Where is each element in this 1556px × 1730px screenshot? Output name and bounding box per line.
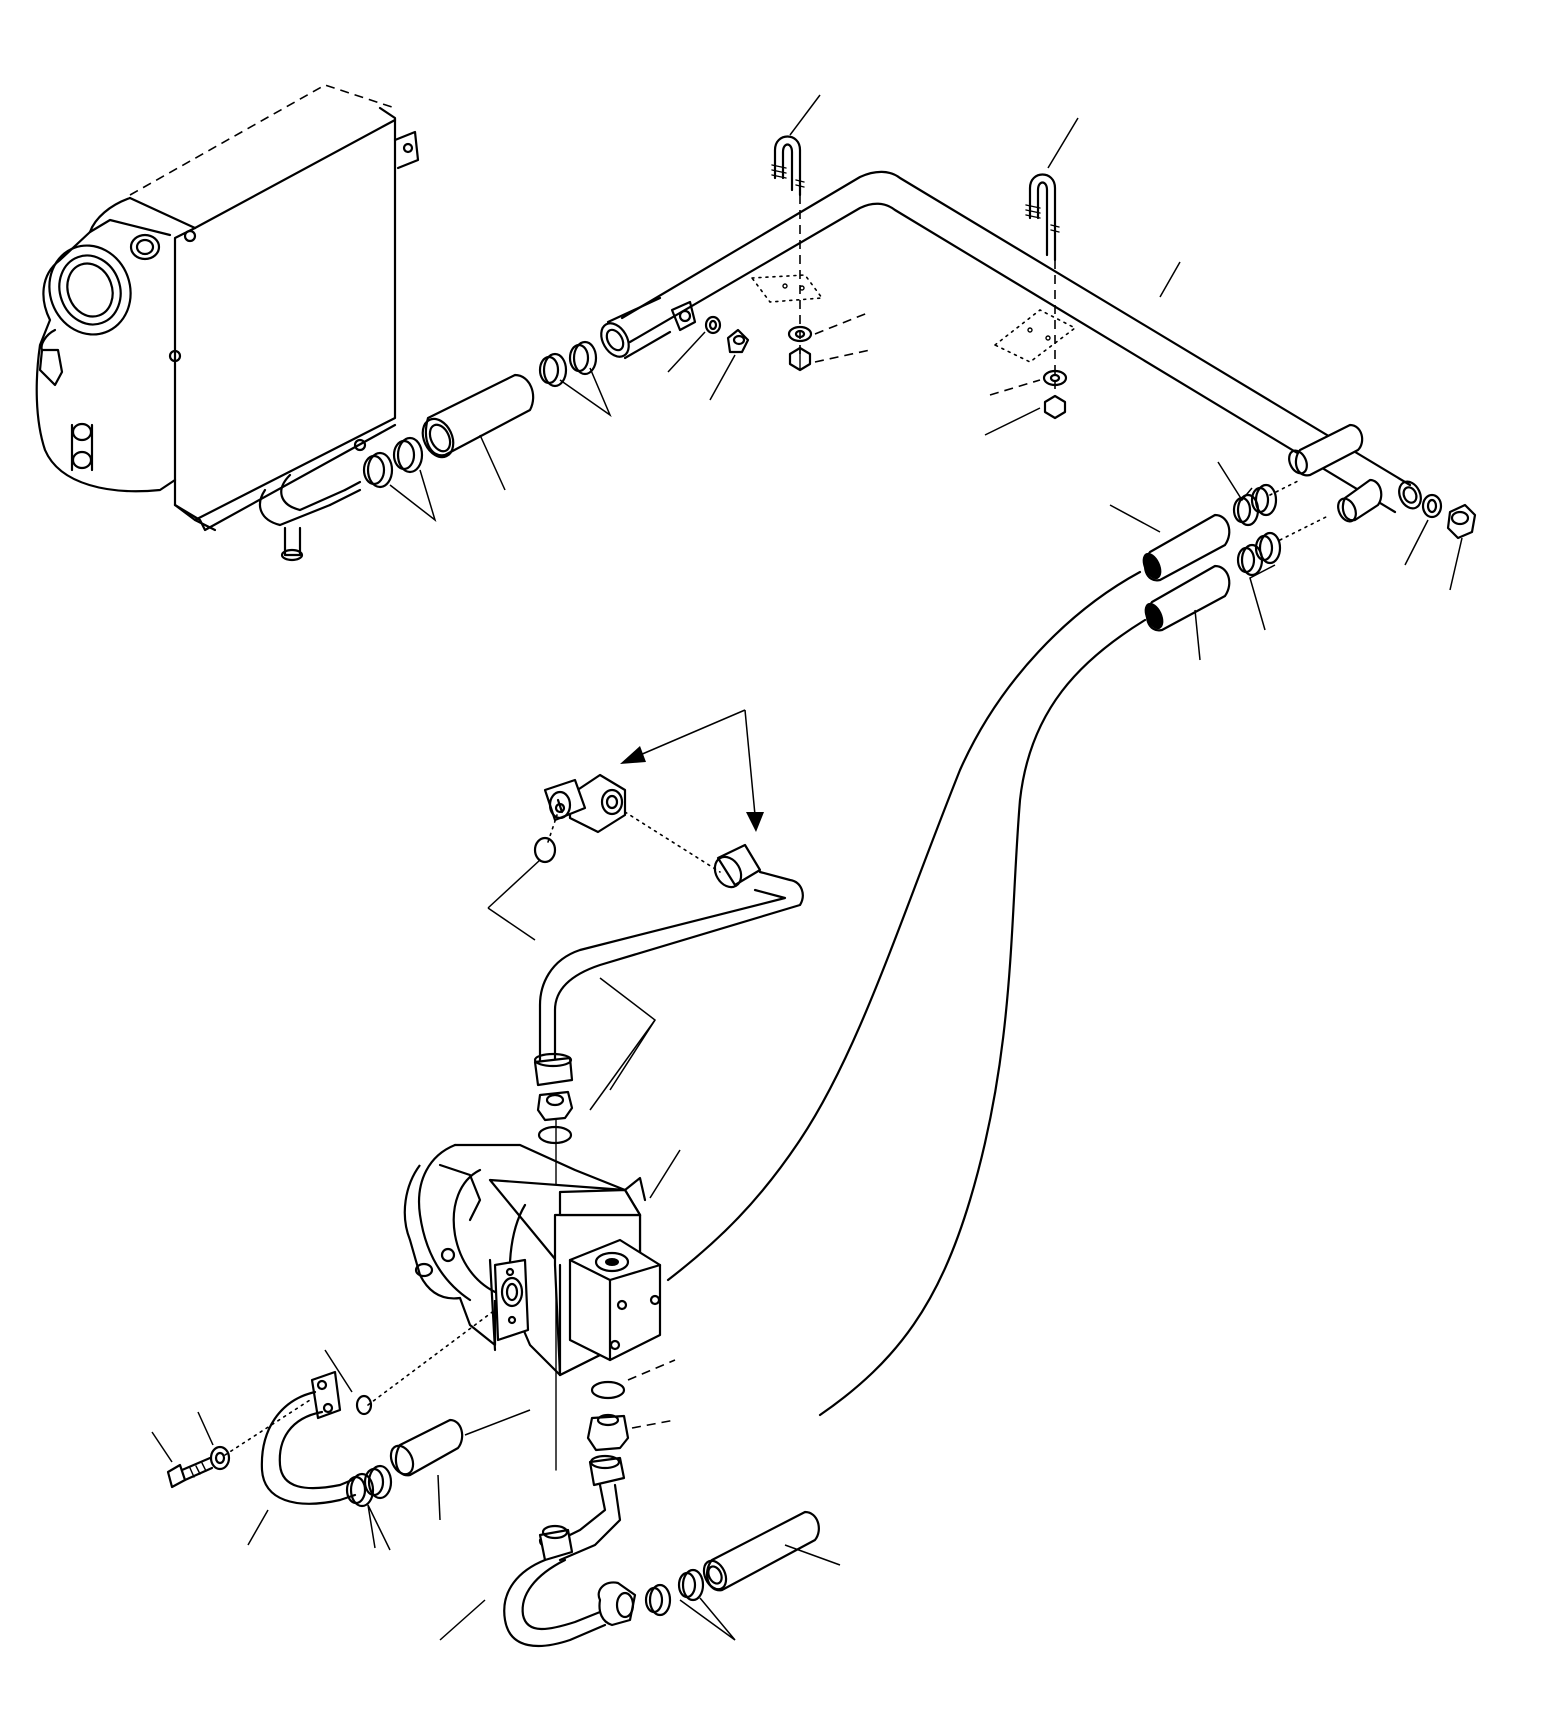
suction-hose-long [818, 618, 1147, 1417]
u-bolt-left [750, 94, 871, 372]
pump-body [367, 1143, 681, 1406]
radiator-tank [35, 84, 420, 562]
flange-tube [151, 1349, 373, 1546]
upper-pipe [600, 170, 1477, 591]
lower-right-hose [644, 1510, 841, 1641]
bent-tube [533, 811, 804, 1471]
upper-hose-assembly [362, 340, 612, 523]
right-hose-connections [1109, 461, 1331, 661]
lower-u-tube [439, 1359, 676, 1648]
return-hose-long [666, 570, 1142, 1282]
lower-short-hose [345, 1409, 531, 1551]
elbow-fitting [487, 709, 764, 941]
u-bolt-right [984, 117, 1079, 436]
